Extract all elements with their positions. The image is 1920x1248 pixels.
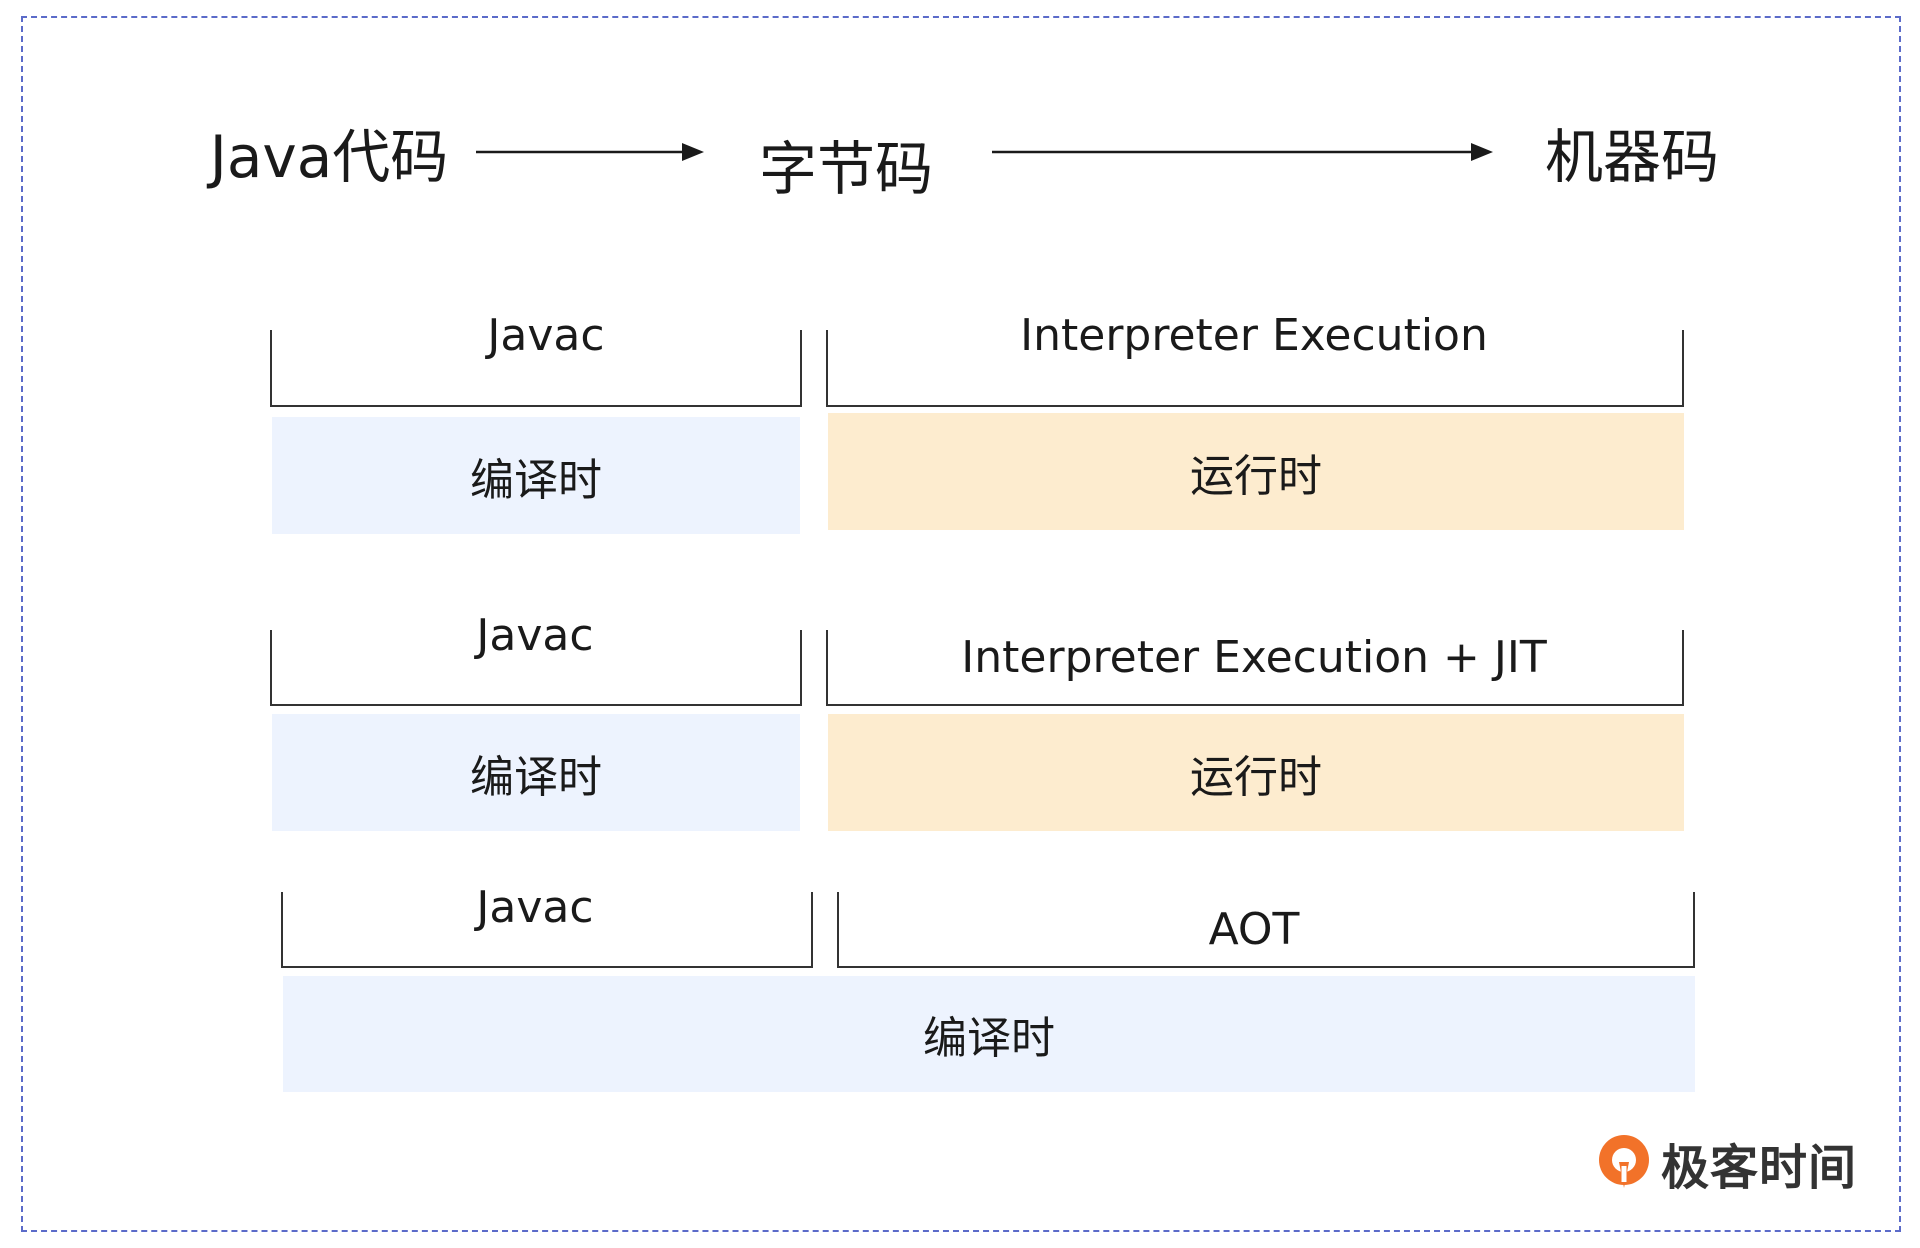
row1-run-time-band: 运行时 [828, 413, 1684, 530]
row1-compile-time-band: 编译时 [272, 417, 800, 534]
row2-javac-label: Javac [476, 610, 594, 661]
row2-run-time-label: 运行时 [1190, 751, 1322, 803]
row1-runtime-label: Interpreter Execution [1020, 310, 1488, 361]
row3-javac-bracket [281, 892, 813, 968]
diagram-frame [21, 16, 1901, 1232]
row1-run-time-label: 运行时 [1190, 450, 1322, 502]
flow-machine-label: 机器码 [1544, 123, 1720, 191]
brand-logo: 极客时间 [1597, 1128, 1857, 1198]
row2-run-time-band: 运行时 [828, 714, 1684, 831]
row3-javac-label: Javac [476, 882, 594, 933]
row3-aot-bracket [837, 892, 1695, 968]
row3-compile-time-label: 编译时 [923, 1013, 1055, 1064]
row2-compile-time-label: 编译时 [470, 751, 602, 803]
row3-aot-label: AOT [1208, 904, 1300, 955]
row1-runtime-bracket [826, 330, 1684, 407]
row1-javac-bracket [270, 330, 802, 407]
arrow-bytecode-to-machine [992, 143, 1493, 161]
row3-compile-time-band: 编译时 [283, 976, 1695, 1092]
flow-source-label: Java代码 [209, 123, 449, 191]
arrow-source-to-bytecode [476, 143, 704, 161]
row1-javac-label: Javac [487, 310, 605, 361]
flow-bytecode-label: 字节码 [758, 135, 934, 203]
row1-compile-time-label: 编译时 [470, 454, 602, 506]
geektime-logo-icon [1598, 1135, 1649, 1188]
row2-runtime-label: Interpreter Execution + JIT [961, 632, 1547, 683]
brand-name: 极客时间 [1660, 1140, 1857, 1196]
row2-runtime-bracket [826, 630, 1684, 706]
row2-javac-bracket [270, 630, 802, 706]
row2-compile-time-band: 编译时 [272, 714, 800, 831]
